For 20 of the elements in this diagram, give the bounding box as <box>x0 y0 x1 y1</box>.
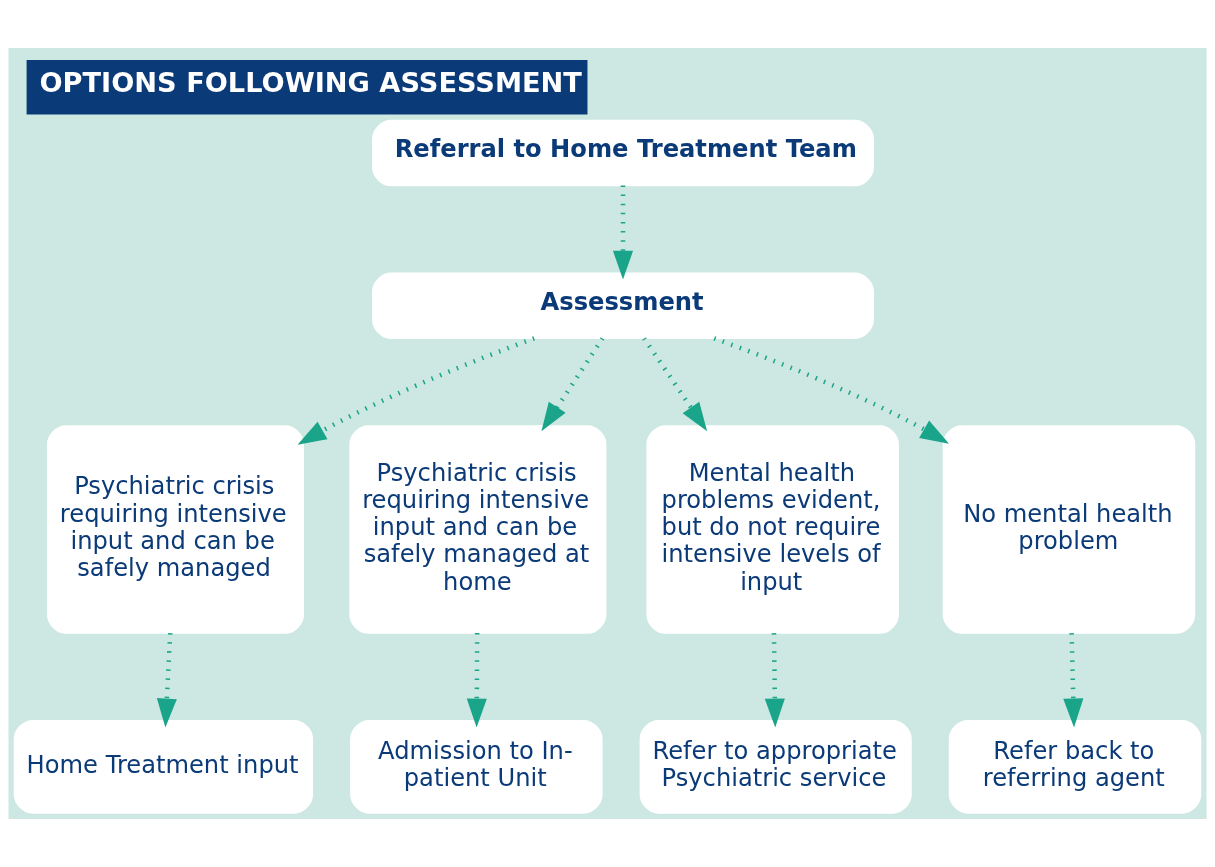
node-box: Refer to appropriate Psychiatric service <box>639 720 912 814</box>
arrow <box>642 337 708 432</box>
node-box: Assessment <box>372 272 874 339</box>
arrow <box>1063 633 1084 728</box>
node-box: Psychiatric crisis requiring intensive input and can be safely managed at home <box>349 425 607 634</box>
node-box: Mental health problems evident, but do not require intensive levels of input <box>646 425 899 634</box>
arrow <box>156 633 177 728</box>
arrow <box>466 633 487 728</box>
node-box: Refer back to referring agent <box>948 720 1202 814</box>
arrow <box>541 337 605 432</box>
arrow <box>612 185 634 280</box>
node-box: Home Treatment input <box>13 720 314 814</box>
node-box: Admission to In-patient Unit <box>350 720 603 814</box>
node-box: Referral to Home Treatment Team <box>372 119 874 187</box>
arrow <box>764 633 785 728</box>
arrow <box>297 336 535 445</box>
node-box: Psychiatric crisis requiring intensive input and can be safely managed <box>47 425 304 634</box>
arrow <box>713 336 950 444</box>
diagram-title: OPTIONS FOLLOWING ASSESSMENT <box>39 67 582 99</box>
node-box: No mental health problem <box>942 425 1196 634</box>
